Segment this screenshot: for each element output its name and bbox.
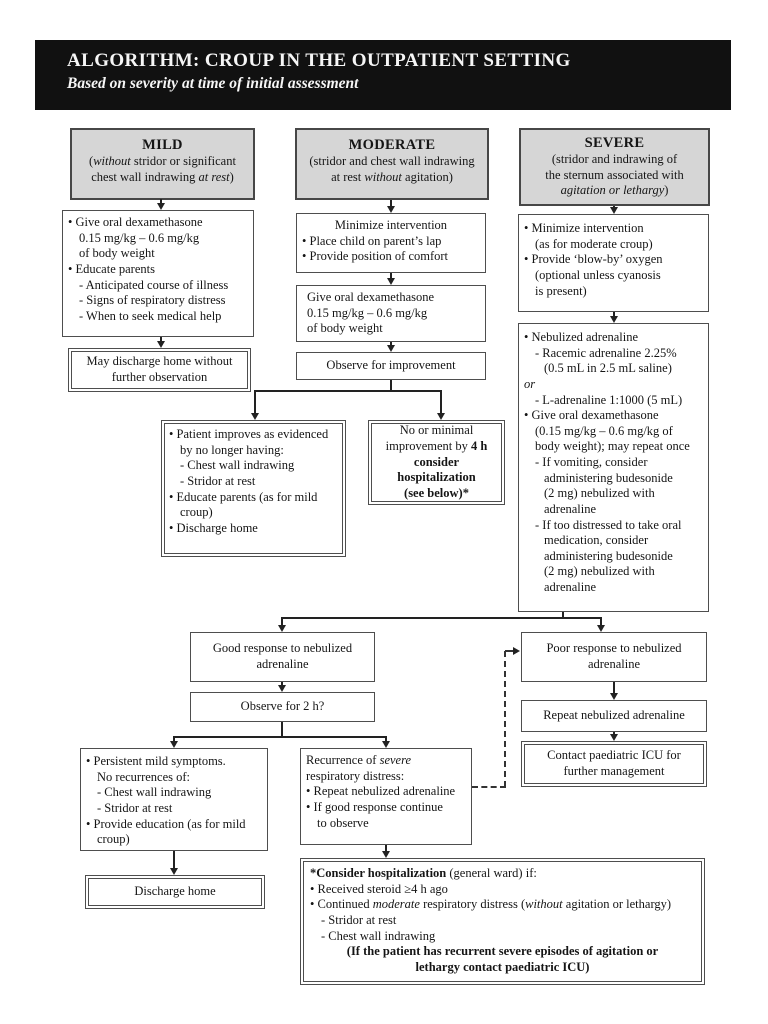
connector-moderate-2-line bbox=[390, 273, 392, 279]
connector-adrenaline-split-horizontal bbox=[281, 617, 602, 619]
connector-mild-1-arrow bbox=[157, 203, 165, 210]
title-bar: ALGORITHM: CROUP IN THE OUTPATIENT SETTI… bbox=[35, 40, 731, 110]
connector-adrenaline-split-stub bbox=[562, 612, 564, 619]
moderate-header-box: MODERATE (stridor and chest wall indrawi… bbox=[295, 128, 489, 200]
connector-observe2h-arrow bbox=[278, 685, 286, 692]
connector-discharge-arrow bbox=[170, 868, 178, 875]
connector-poor-response-line bbox=[600, 617, 602, 626]
connector-no-improve-arrow bbox=[437, 413, 445, 420]
connector-repeat-line bbox=[613, 682, 615, 694]
connector-observe2h-line bbox=[281, 682, 283, 686]
connector-moderate-1-line bbox=[390, 200, 392, 207]
connector-improve-arrow bbox=[251, 413, 259, 420]
mild-header-title: MILD bbox=[142, 137, 183, 153]
connector-repeat-arrow bbox=[610, 693, 618, 700]
connector-mild-1-line bbox=[160, 199, 162, 204]
repeat-nebulized-box: Repeat nebulized adrenaline bbox=[521, 700, 707, 732]
page-subtitle: Based on severity at time of initial ass… bbox=[67, 75, 359, 92]
connector-persistent-arrow bbox=[170, 741, 178, 748]
connector-good-response-arrow bbox=[278, 625, 286, 632]
connector-severe-2-line bbox=[613, 312, 615, 317]
page-title: ALGORITHM: CROUP IN THE OUTPATIENT SETTI… bbox=[67, 50, 571, 71]
connector-2h-split-horizontal bbox=[173, 736, 387, 738]
connector-good-response-line bbox=[281, 617, 283, 626]
observe-improvement-box: Observe for improvement bbox=[296, 352, 486, 380]
connector-recurrence-line bbox=[385, 736, 387, 742]
connector-hospitalization-line bbox=[385, 845, 387, 852]
connector-improve-line bbox=[254, 390, 256, 414]
connector-no-improve-line bbox=[440, 390, 442, 414]
connector-icu-arrow bbox=[610, 734, 618, 741]
moderate-header-title: MODERATE bbox=[348, 137, 436, 153]
connector-2h-split-stub bbox=[281, 722, 283, 738]
severe-minimize-box: • Minimize intervention(as for moderate … bbox=[518, 214, 709, 312]
connector-recurrence-arrow bbox=[382, 741, 390, 748]
connector-hospitalization-arrow bbox=[382, 851, 390, 858]
connector-moderate-3-arrow bbox=[387, 345, 395, 352]
connector-persistent-line bbox=[173, 736, 175, 742]
persistent-mild-box: • Persistent mild symptoms.No recurrence… bbox=[80, 748, 268, 851]
dashed-connector-horizontal-bottom bbox=[472, 786, 506, 788]
discharge-home-box: Discharge home bbox=[85, 875, 265, 909]
connector-discharge-line bbox=[173, 851, 175, 869]
dashed-connector-vertical bbox=[504, 651, 506, 787]
moderate-minimize-box: Minimize intervention• Place child on pa… bbox=[296, 213, 486, 273]
connector-poor-response-arrow bbox=[597, 625, 605, 632]
connector-mild-2-arrow bbox=[157, 341, 165, 348]
consider-hospitalization-box: *Consider hospitalization (general ward)… bbox=[300, 858, 705, 985]
severe-header-title: SEVERE bbox=[584, 135, 645, 151]
severe-treatment-box: • Nebulized adrenaline- Racemic adrenali… bbox=[518, 323, 709, 612]
observe-2h-box: Observe for 2 h? bbox=[190, 692, 375, 722]
connector-mild-2-line bbox=[160, 337, 162, 342]
connector-severe-2-arrow bbox=[610, 316, 618, 323]
dashed-connector-arrow bbox=[513, 647, 520, 655]
connector-observe-split-stub bbox=[390, 380, 392, 392]
connector-moderate-3-line bbox=[390, 342, 392, 346]
connector-severe-1-arrow bbox=[610, 207, 618, 214]
dashed-connector-horizontal-top bbox=[505, 650, 514, 652]
connector-observe-split-horizontal bbox=[254, 390, 442, 392]
connector-moderate-1-arrow bbox=[387, 206, 395, 213]
connector-icu-line bbox=[613, 732, 615, 735]
connector-moderate-2-arrow bbox=[387, 278, 395, 285]
